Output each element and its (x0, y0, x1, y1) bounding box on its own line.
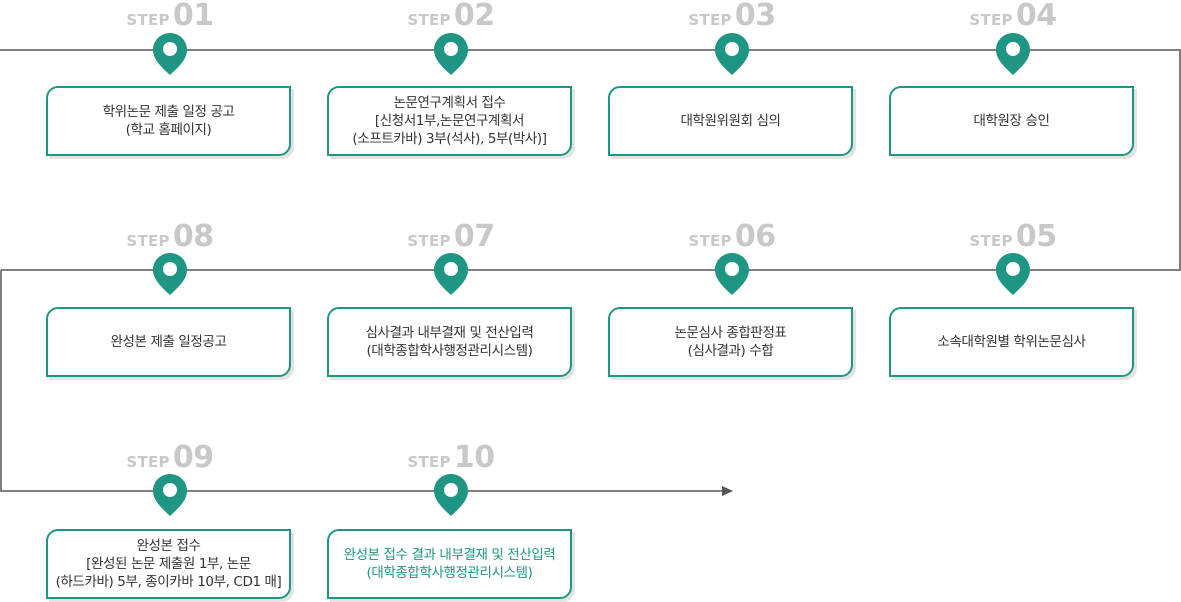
flow-line-row1 (0, 49, 1181, 271)
step-number: 06 (734, 219, 776, 254)
step-word: STEP (126, 453, 170, 471)
step-box-03: 대학원위원회 심의 (608, 86, 853, 156)
step-box-07: 심사결과 내부결재 및 전산입력 (대학종합학사행정관리시스템) (327, 307, 572, 377)
step-text: 대학원위원회 심의 (680, 113, 781, 129)
step-word: STEP (969, 11, 1013, 29)
step-word: STEP (969, 232, 1013, 250)
map-pin-icon (714, 32, 750, 76)
step-number: 01 (172, 0, 214, 33)
step-box-05: 소속대학원별 학위논문심사 (889, 307, 1134, 377)
map-pin-icon (433, 252, 469, 296)
map-pin-icon (152, 252, 188, 296)
step-number: 04 (1015, 0, 1057, 33)
step-word: STEP (407, 232, 451, 250)
step-box-01: 학위논문 제출 일정 공고 (학교 홈페이지) (46, 86, 291, 156)
step-box-02: 논문연구계획서 접수 [신청서1부,논문연구계획서 (소프트카바) 3부(석사)… (327, 86, 572, 156)
map-pin-icon (152, 473, 188, 517)
step-number: 09 (172, 440, 214, 475)
step-box-08: 완성본 제출 일정공고 (46, 307, 291, 377)
step-text: 완성본 접수 결과 내부결재 및 전산입력 (대학종합학사행정관리시스템) (343, 547, 556, 581)
step-text: 논문연구계획서 접수 [신청서1부,논문연구계획서 (소프트카바) 3부(석사)… (352, 95, 547, 147)
map-pin-icon (152, 32, 188, 76)
step-box-10: 완성본 접수 결과 내부결재 및 전산입력 (대학종합학사행정관리시스템) (327, 529, 572, 599)
step-word: STEP (407, 453, 451, 471)
map-pin-icon (433, 32, 469, 76)
map-pin-icon (714, 252, 750, 296)
map-pin-icon (995, 252, 1031, 296)
step-word: STEP (126, 232, 170, 250)
map-pin-icon (433, 473, 469, 517)
step-number: 10 (453, 440, 495, 475)
step-word: STEP (126, 11, 170, 29)
step-text: 논문심사 종합판정표 (심사결과) 수합 (674, 325, 787, 359)
step-text: 심사결과 내부결재 및 전산입력 (대학종합학사행정관리시스템) (365, 325, 534, 359)
step-number: 07 (453, 219, 495, 254)
step-number: 02 (453, 0, 495, 33)
map-pin-icon (995, 32, 1031, 76)
step-number: 05 (1015, 219, 1057, 254)
step-box-04: 대학원장 승인 (889, 86, 1134, 156)
step-box-06: 논문심사 종합판정표 (심사결과) 수합 (608, 307, 853, 377)
step-text: 소속대학원별 학위논문심사 (937, 334, 1086, 350)
arrow-right-icon (722, 486, 733, 496)
step-number: 08 (172, 219, 214, 254)
step-text: 대학원장 승인 (973, 113, 1050, 129)
step-number: 03 (734, 0, 776, 33)
step-text: 학위논문 제출 일정 공고 (학교 홈페이지) (102, 104, 235, 138)
step-word: STEP (688, 11, 732, 29)
flow-line-row2 (0, 270, 722, 492)
step-box-09: 완성본 접수 [완성된 논문 제출원 1부, 논문 (하드카바) 5부, 종이카… (46, 529, 291, 599)
step-word: STEP (688, 232, 732, 250)
step-text: 완성본 제출 일정공고 (110, 334, 227, 350)
step-text: 완성본 접수 [완성된 논문 제출원 1부, 논문 (하드카바) 5부, 종이카… (55, 538, 282, 590)
step-word: STEP (407, 11, 451, 29)
